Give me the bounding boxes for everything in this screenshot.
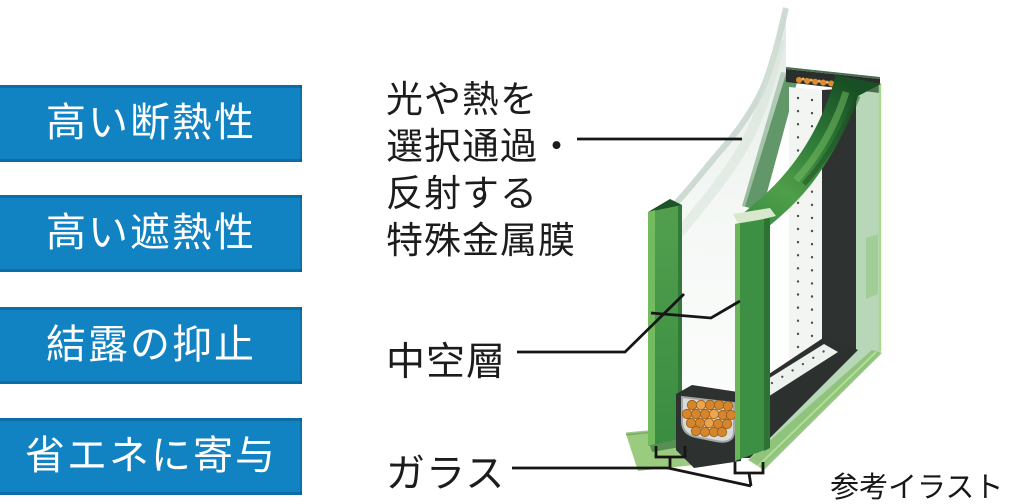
desiccant-beads [681, 399, 737, 438]
glass-label: ガラス [386, 453, 506, 496]
reference-illustration-caption: 参考イラスト [830, 472, 1004, 504]
leader-lines [512, 137, 765, 488]
benefit-badge-energy-saving: 省エネに寄与 [0, 418, 302, 495]
glass-bracket-front [654, 446, 687, 469]
film-label-line-1: 光や熱を [386, 79, 538, 120]
metal-film-ribbon [736, 75, 881, 227]
glass-bracket-back [733, 462, 765, 487]
spacer-right-charcoal [822, 88, 856, 381]
film-label-line-4: 特殊金属膜 [386, 220, 576, 261]
frame-top-wedge [742, 72, 799, 211]
glass-leader-line [512, 466, 752, 488]
benefit-badge-insulation: 高い断熱性 [0, 85, 302, 162]
bottom-spacer-cutaway [676, 385, 741, 468]
benefit-badge-heat-shield: 高い遮熱性 [0, 195, 302, 272]
glass-edge-front-pane [648, 199, 682, 446]
benefit-badge-condensation: 結露の抑止 [0, 307, 302, 384]
air-gap-label: 中空層 [386, 341, 507, 384]
film-label-line-3: 反射する [386, 173, 538, 214]
film-label-line-2: 選択通過・ [386, 126, 576, 167]
bottom-bevel [748, 350, 882, 470]
special-metal-film-label: 光や熱を 選択通過・ 反射する 特殊金属膜 [386, 76, 576, 264]
air-gap-pointer-line [650, 299, 741, 320]
glass-edge-back-pane [733, 208, 776, 461]
